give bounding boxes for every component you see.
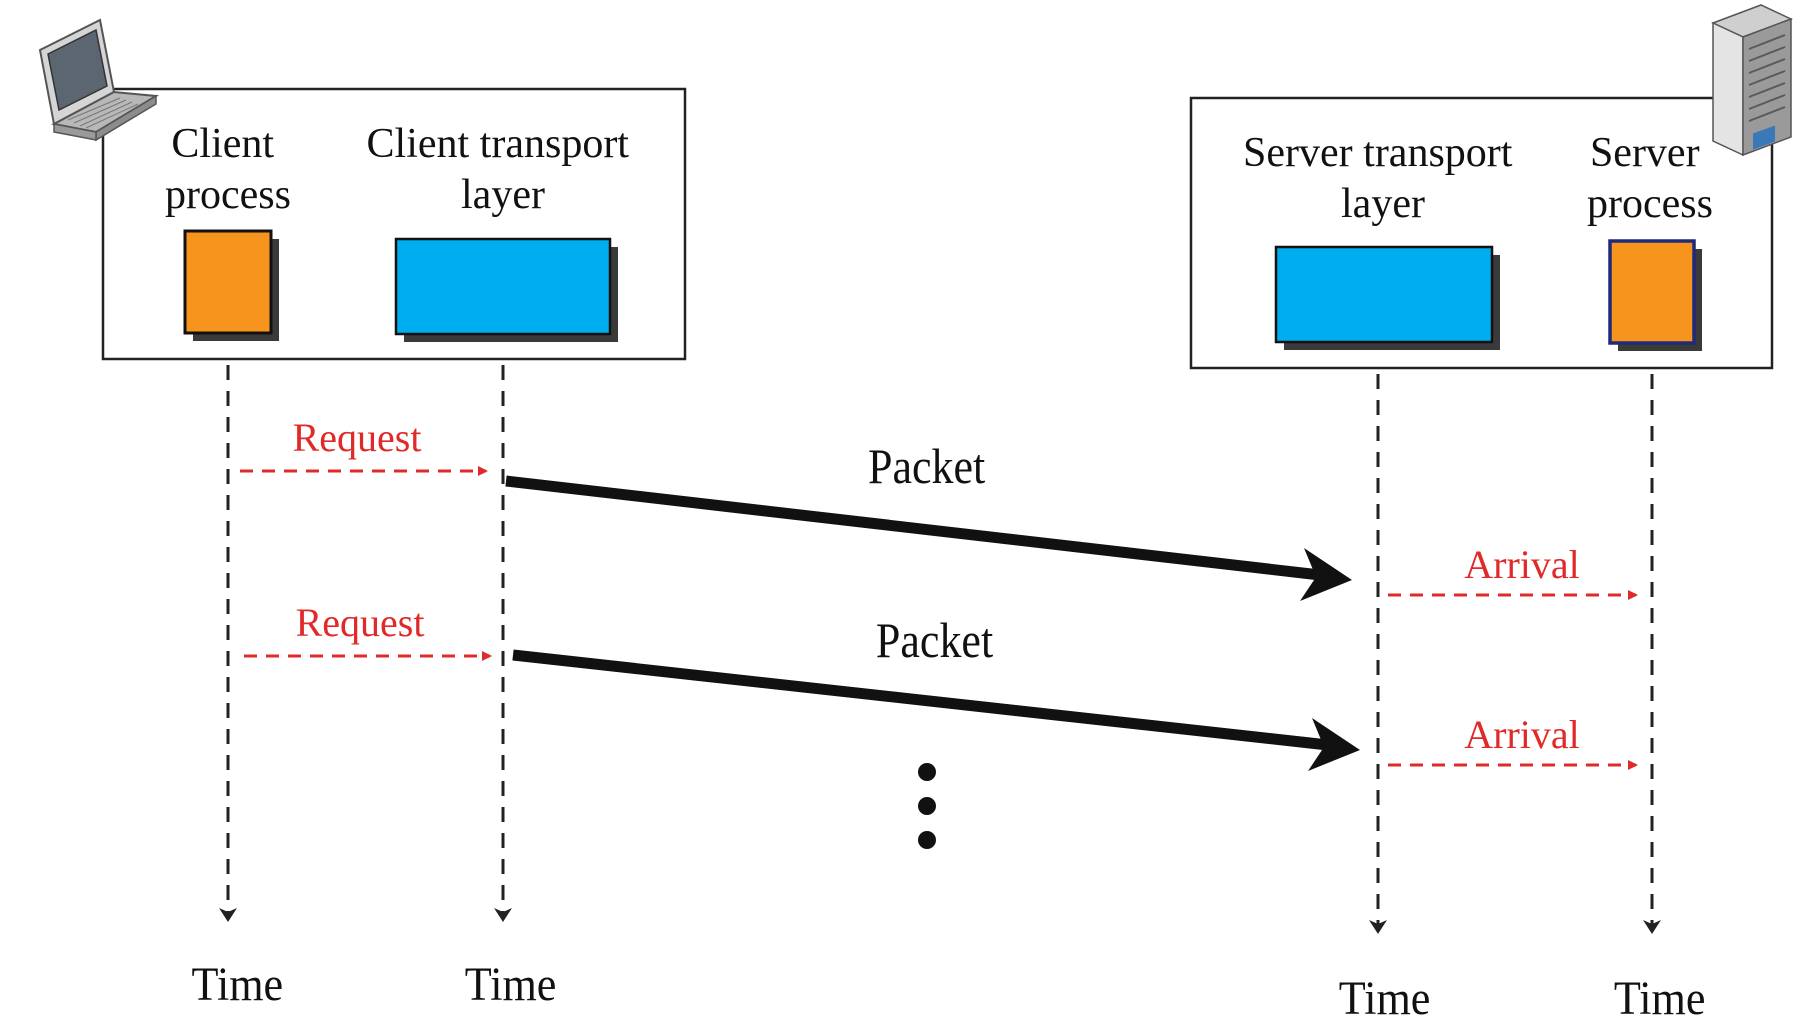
client-process-label: Client process <box>165 121 291 218</box>
packet-label-2: Packet <box>876 613 993 668</box>
request-label-2: Request <box>296 600 425 645</box>
client-transport-box <box>394 237 612 336</box>
server-tower-icon <box>1711 4 1793 157</box>
laptop-icon <box>38 18 160 142</box>
server-transport-label: Server transport layer <box>1243 130 1523 227</box>
server-transport-box <box>1274 245 1494 344</box>
packet-arrowhead-1 <box>1300 548 1352 601</box>
time-label-client-process: Time <box>192 957 284 1010</box>
time-label-server-process: Time <box>1614 971 1706 1024</box>
packet-arrowhead-2 <box>1308 718 1360 771</box>
arrival-label-1: Arrival <box>1464 542 1580 587</box>
packet-arrow-1 <box>505 475 1321 581</box>
packet-label-1: Packet <box>868 439 985 494</box>
time-label-client-transport: Time <box>465 957 557 1010</box>
continuation-dots <box>918 763 936 849</box>
packet-arrow-2 <box>512 649 1329 751</box>
client-process-box <box>183 229 273 335</box>
arrival-label-2: Arrival <box>1464 712 1580 757</box>
request-label-1: Request <box>293 415 422 460</box>
client-transport-label: Client transport layer <box>367 121 640 218</box>
server-process-label: Server process <box>1587 130 1713 227</box>
time-label-server-transport: Time <box>1339 971 1431 1024</box>
server-process-box <box>1608 239 1696 345</box>
